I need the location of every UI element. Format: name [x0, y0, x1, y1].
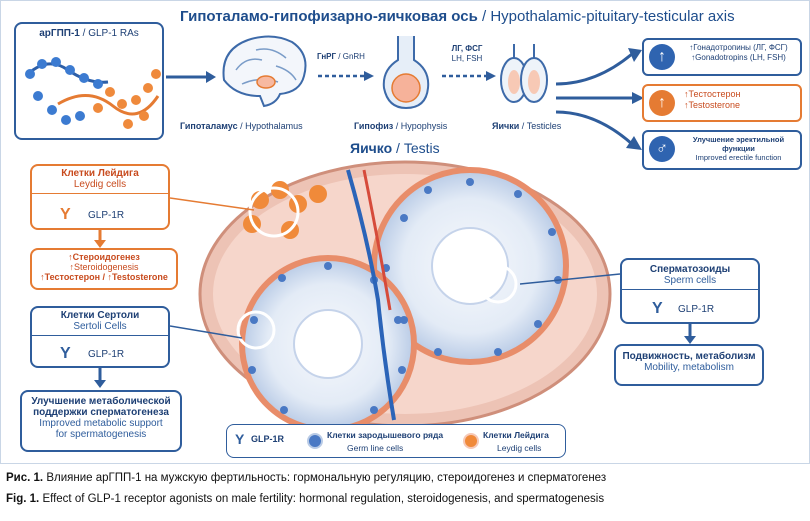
sertoli-to-outcome-arrow	[94, 368, 106, 388]
male-symbol-icon: ♂	[649, 136, 675, 162]
outcome-gonadotropins: ↑ ↑Гонадотропины (ЛГ, ФСГ)↑Gonadotropins…	[642, 38, 802, 76]
dashed-arrow-gnrh	[318, 71, 374, 81]
sperm-receptor: GLP-1R	[678, 304, 715, 315]
pituitary-label: Гипофиз / Hypophysis	[354, 121, 448, 131]
glp1-en: GLP-1 RAs	[88, 28, 139, 39]
leydig-receptor: GLP-1R	[88, 210, 125, 221]
brain-icon	[222, 35, 307, 108]
axis-title: Гипоталамо-гипофизарно-яичковая ось / Hy…	[180, 8, 735, 25]
sperm-box: Сперматозоиды Sperm cells Y GLP-1R	[620, 258, 760, 324]
testes-icon	[500, 44, 548, 103]
arrow-to-hypothalamus	[166, 71, 216, 83]
caption-ru: Рис. 1. Влияние арГПП-1 на мужскую ферти…	[6, 472, 607, 484]
testis-illustration	[198, 160, 612, 428]
germ-cell-icon	[307, 433, 323, 449]
outcome-arrows	[556, 48, 644, 150]
receptor-icon: Y	[60, 345, 71, 362]
leydig-to-steroid-arrow	[94, 230, 106, 248]
receptor-icon: Y	[60, 206, 71, 223]
leydig-box: Клетки Лейдига Leydig cells Y GLP-1R	[30, 164, 170, 230]
glp1-ra-box: арГПП-1 / GLP-1 RAs	[14, 22, 164, 140]
hypothalamus-label: Гипоталамус / Hypothalamus	[180, 121, 303, 131]
legend: Y GLP-1R Клетки зародышевого ряда Germ l…	[226, 424, 566, 458]
axis-title-ru: Гипоталамо-гипофизарно-яичковая ось	[180, 8, 478, 25]
sertoli-receptor: GLP-1R	[88, 349, 125, 360]
sperm-outcome-box: Подвижность, метаболизм Mobility, metabo…	[614, 344, 764, 386]
pituitary-icon	[382, 36, 430, 110]
sperm-connector	[520, 273, 620, 285]
peptide-chain-icon	[25, 57, 161, 129]
sertoli-connector	[170, 325, 242, 339]
receptor-icon: Y	[652, 300, 663, 317]
caption-en: Fig. 1. Effect of GLP-1 receptor agonist…	[6, 493, 605, 505]
axis-title-en: Hypothalamic-pituitary-testicular axis	[490, 8, 735, 25]
sperm-to-outcome-arrow	[684, 324, 696, 344]
receptor-icon: Y	[235, 431, 245, 447]
leydig-cell-icon	[463, 433, 479, 449]
arrow-up-icon: ↑	[649, 90, 675, 116]
leydig-connector	[170, 197, 254, 211]
outcome-testosterone: ↑ ↑Тестостерон↑Testosterone	[642, 84, 802, 122]
steroidogenesis-box: ↑Стероидогенез ↑Steroidogenesis ↑Тестост…	[30, 248, 178, 290]
arrow-up-icon: ↑	[649, 44, 675, 70]
testes-label: Яички / Testicles	[492, 121, 562, 131]
glp1-ru: арГПП-1	[39, 28, 80, 39]
sertoli-box: Клетки Сертоли Sertoli Cells Y GLP-1R	[30, 306, 170, 368]
sertoli-outcome-box: Улучшение метаболической поддержки сперм…	[20, 390, 182, 452]
testis-title: Яичко / Testis	[350, 140, 440, 156]
dashed-arrow-lh-fsh	[442, 71, 496, 81]
gnrh-label: ГнРГ / GnRH	[317, 52, 365, 61]
